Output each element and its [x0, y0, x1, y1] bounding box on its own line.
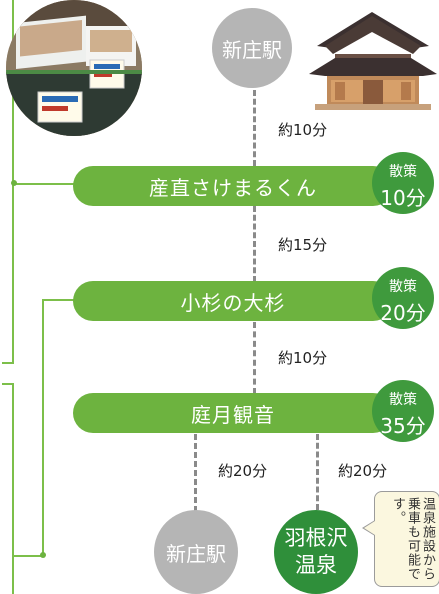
end-station: 新庄駅 — [154, 510, 238, 594]
note-tail-inner — [364, 521, 375, 535]
stop-name-1: 産直さけまるくん — [149, 175, 317, 200]
market-photo — [6, 0, 142, 136]
connector-line-2-top — [42, 299, 78, 301]
end-station-label: 新庄駅 — [166, 541, 226, 566]
segment-time-3: 約10分 — [278, 349, 328, 367]
walk-badge-2-time: 20分 — [380, 301, 426, 325]
bracket-tick-top — [2, 362, 14, 364]
stop-name-2: 小杉の大杉 — [180, 290, 286, 315]
segment-time-2: 約15分 — [278, 236, 328, 254]
connector-line-2-bottom — [14, 555, 44, 557]
branch-time-left: 約20分 — [218, 462, 268, 480]
connector-dot-1 — [11, 180, 17, 186]
onsen-name-line2: 温泉 — [295, 553, 337, 577]
walk-badge-1: 散策 10分 — [372, 152, 434, 214]
segment-time-1: 約10分 — [278, 121, 328, 139]
stop-bar-2[interactable]: 小杉の大杉 — [73, 281, 393, 321]
walk-badge-1-time: 10分 — [380, 186, 426, 210]
branch-dash-right — [316, 434, 319, 510]
walk-badge-1-label: 散策 — [389, 164, 417, 180]
temple-illustration — [309, 12, 437, 110]
bracket-connector-1 — [14, 183, 76, 185]
stop-bar-1[interactable]: 産直さけまるくん — [73, 166, 393, 206]
branch-time-right: 約20分 — [338, 462, 388, 480]
stop-name-3: 庭月観音 — [191, 402, 275, 427]
route-dash-3 — [253, 322, 256, 394]
walk-badge-3-label: 散策 — [389, 392, 417, 408]
route-dash-2 — [253, 206, 256, 282]
onsen-note-text: 温泉施設から乗車も可能です。 — [390, 497, 435, 581]
walk-badge-3: 散策 35分 — [372, 380, 434, 442]
market-photo-image — [6, 0, 142, 136]
stop-bar-3[interactable]: 庭月観音 — [73, 393, 393, 433]
walk-badge-3-time: 35分 — [380, 414, 426, 438]
hanezawa-onsen-stop[interactable]: 羽根沢 温泉 — [274, 510, 358, 594]
start-station-label: 新庄駅 — [222, 37, 282, 62]
onsen-name-line1: 羽根沢 — [284, 526, 348, 550]
walk-badge-2-label: 散策 — [389, 279, 417, 295]
route-dash-1 — [253, 90, 256, 166]
start-station: 新庄駅 — [212, 8, 292, 88]
branch-dash-left — [194, 434, 197, 512]
bracket-line-bottom — [12, 383, 14, 594]
connector-line-2-vertical — [42, 299, 44, 557]
onsen-note: 温泉施設から乗車も可能です。 — [374, 491, 439, 587]
bracket-tick-bottom — [2, 383, 14, 385]
walk-badge-2: 散策 20分 — [372, 267, 434, 329]
connector-dot-2 — [40, 552, 46, 558]
